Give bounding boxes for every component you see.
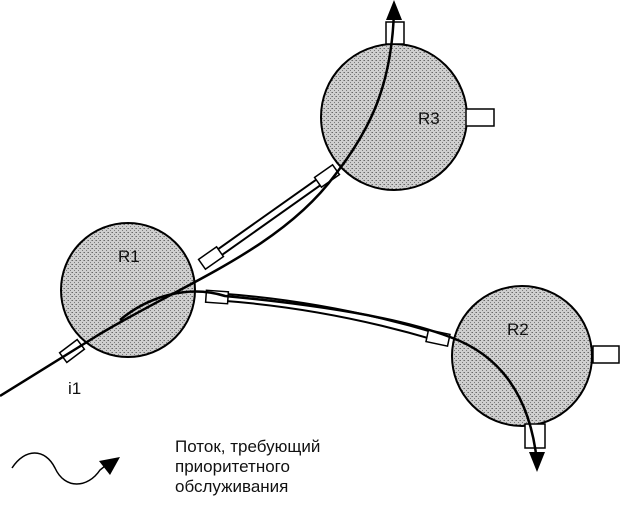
port-r2-right [592,345,620,364]
flow-arrowhead-up-icon [386,0,402,20]
priority-flow-to-r3 [0,9,396,398]
flow-arrowhead-down-icon [529,452,545,472]
port-r3-right [465,108,495,127]
router-r2: R2 [451,285,593,427]
legend-arrowhead-icon [99,457,120,475]
legend-line-2: приоритетного [175,457,290,476]
legend-text: Поток, требующий приоритетного обслужива… [175,437,320,497]
legend-line-3: обслуживания [175,477,289,496]
link-r1-r2 [219,292,439,342]
legend-flow-symbol [11,452,120,485]
port-r3-top [385,21,405,45]
priority-flow-to-r2 [119,290,539,463]
port-r1-to-r3 [197,245,225,271]
router-r1: R1 [60,222,196,358]
legend-line-1: Поток, требующий [175,437,321,456]
link-r1-r3 [210,173,329,261]
router-r2-label: R2 [507,320,529,339]
router-r3-label: R3 [418,109,440,128]
router-r1-label: R1 [118,247,140,266]
router-r3: R3 [320,43,468,191]
interface-label: i1 [68,379,81,398]
